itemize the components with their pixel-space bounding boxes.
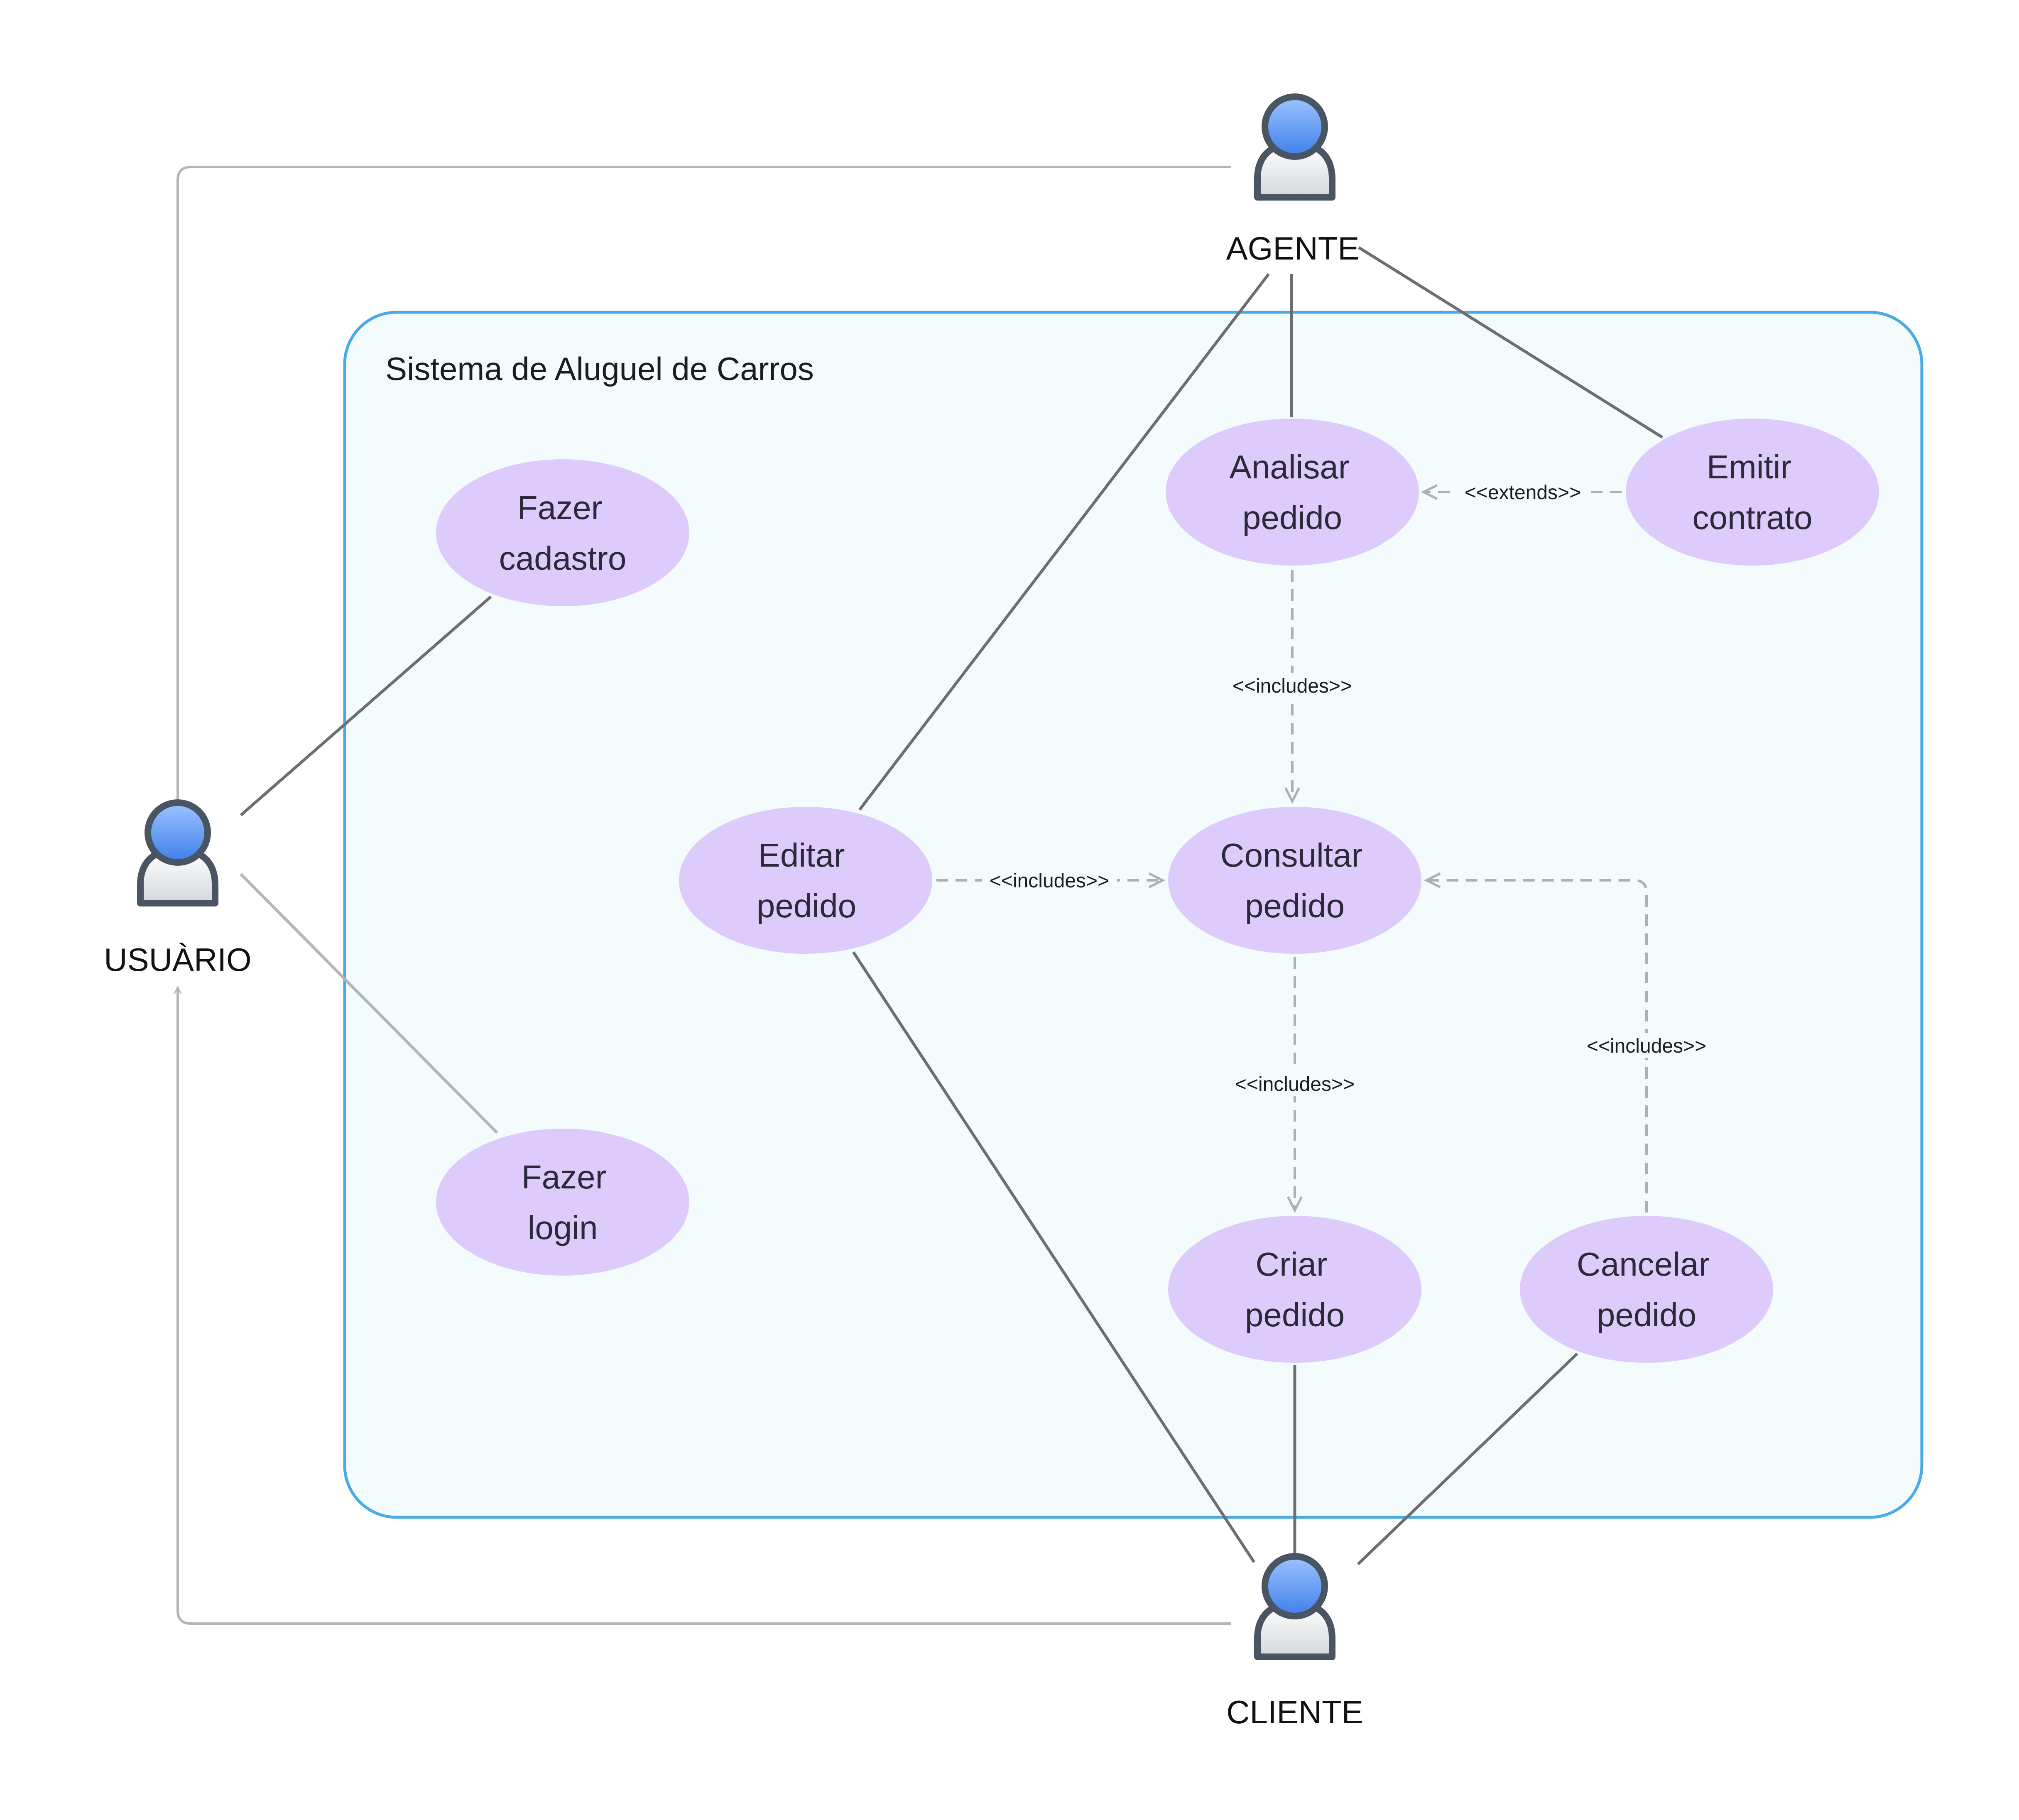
label-bg [1453,480,1590,505]
label-bg [1227,1071,1362,1096]
includes-label-cancelar-consultar: <<includes>> [1587,1035,1706,1057]
usecase-line-2: pedido [1245,1296,1345,1333]
actor-agente[interactable]: AGENTE [1226,97,1360,267]
assoc-agente-emitir [1358,246,1663,438]
actor-usuario-label: USUÀRIO [104,941,251,978]
usecase-cancelar-pedido[interactable]: Cancelar pedido [1520,1216,1773,1363]
usecase-line-2: login [527,1209,598,1246]
label-bg [982,868,1117,893]
actor-cliente-label: CLIENTE [1226,1694,1363,1730]
assoc-cliente-cancelar [1357,1352,1578,1565]
usecase-fazer-login[interactable]: Fazer login [436,1129,689,1276]
usecase-line-1: Fazer [517,489,603,526]
assoc-usuario-login [240,873,498,1134]
usecase-editar-pedido[interactable]: Editar pedido [679,807,932,954]
usecase-line-2: pedido [1597,1296,1696,1333]
extends-label: <<extends>> [1465,482,1581,504]
label-bg [1225,673,1360,698]
user-icon [1257,1556,1332,1657]
user-icon [140,803,215,903]
actor-cliente[interactable]: CLIENTE [1226,1556,1363,1730]
includes-label-analisar-consultar: <<includes>> [1232,675,1352,697]
usecase-analisar-pedido[interactable]: Analisar pedido [1166,419,1419,566]
usecase-line-1: Emitir [1707,448,1791,485]
usecase-line-1: Consultar [1220,837,1362,874]
label-bg [1579,1033,1714,1058]
usecase-line-1: Fazer [522,1159,607,1195]
usecase-line-2: pedido [757,887,856,924]
assoc-agente-editar [858,273,1270,811]
system-title: Sistema de Aluguel de Carros [385,350,814,387]
usecase-line-2: pedido [1245,887,1345,924]
assoc-usuario-cadastro [240,595,492,816]
usecase-line-1: Analisar [1229,448,1349,485]
usecase-emitir-contrato[interactable]: Emitir contrato [1626,419,1879,566]
actor-agente-label: AGENTE [1226,230,1360,267]
usecase-line-1: Editar [758,837,845,874]
usecase-line-2: contrato [1692,499,1812,536]
actor-usuario[interactable]: USUÀRIO [104,803,252,978]
usecase-line-2: cadastro [499,540,627,577]
user-icon [1257,97,1332,197]
generalization-agente-usuario [178,166,1231,810]
usecase-line-1: Criar [1255,1246,1327,1283]
dep-cancelar-consultar-line [1426,880,1648,1213]
generalization-cliente-usuario [178,987,1231,1625]
system-boundary [343,311,1923,1519]
usecase-criar-pedido[interactable]: Criar pedido [1168,1216,1421,1363]
usecase-line-1: Cancelar [1577,1246,1710,1283]
includes-label-editar-consultar: <<includes>> [990,870,1109,892]
usecase-fazer-cadastro[interactable]: Fazer cadastro [436,459,689,606]
assoc-cliente-editar [852,951,1255,1563]
usecase-consultar-pedido[interactable]: Consultar pedido [1168,807,1421,954]
includes-label-consultar-criar: <<includes>> [1235,1073,1355,1095]
usecase-line-2: pedido [1242,499,1342,536]
